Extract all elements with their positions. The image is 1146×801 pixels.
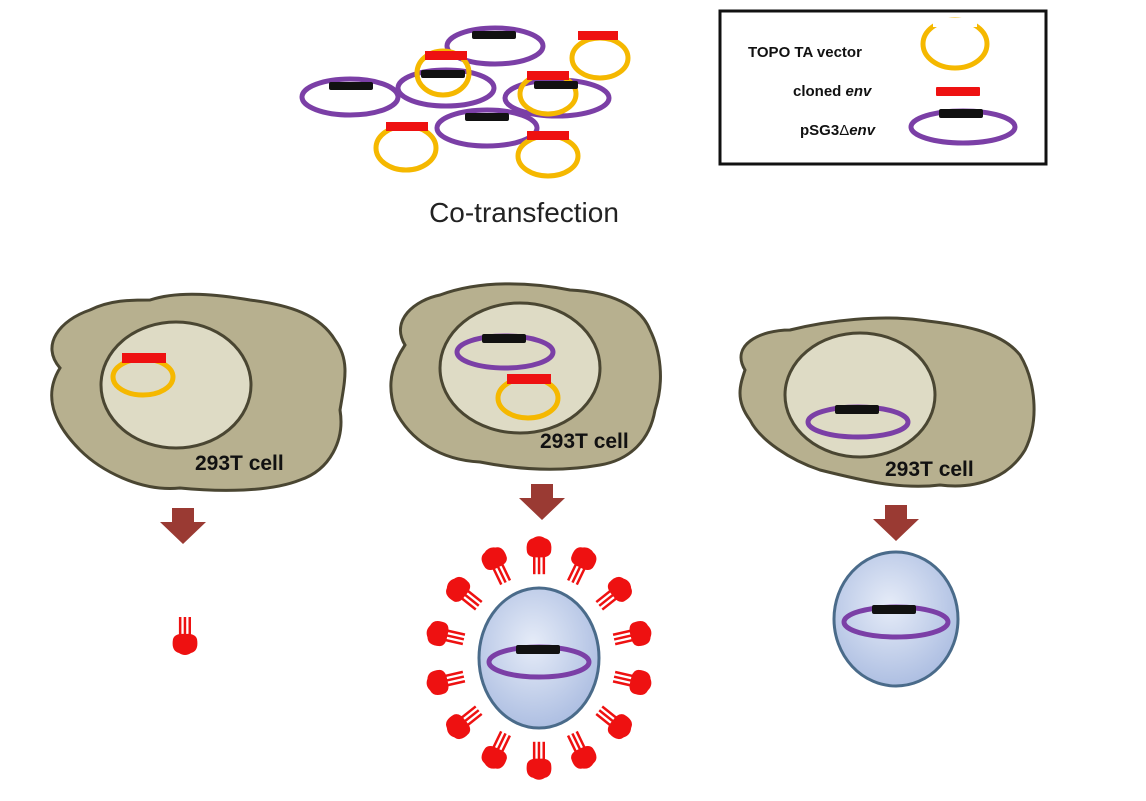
legend-psg-insert bbox=[939, 109, 983, 118]
env-spike bbox=[477, 728, 517, 774]
env-spike bbox=[561, 542, 601, 588]
env-spike bbox=[611, 618, 654, 652]
legend-topo-gap bbox=[933, 18, 977, 27]
arrow-2 bbox=[519, 484, 565, 520]
env-spike bbox=[526, 741, 552, 780]
insert-bar bbox=[482, 334, 526, 343]
nucleus bbox=[783, 331, 937, 459]
pseudovirus bbox=[424, 536, 654, 780]
env-insert bbox=[527, 131, 569, 140]
env-insert bbox=[425, 51, 467, 60]
env-insert bbox=[386, 122, 428, 131]
cell-label: 293T cell bbox=[195, 452, 284, 475]
psg-plasmid bbox=[434, 107, 540, 149]
legend-env-label: cloned env bbox=[793, 83, 873, 100]
env-insert bbox=[578, 31, 618, 40]
psg-plasmid bbox=[299, 76, 401, 118]
env-spike bbox=[441, 572, 487, 616]
env-spike bbox=[611, 664, 654, 698]
env-spike bbox=[591, 572, 637, 616]
insert-bar bbox=[534, 81, 578, 89]
psg-plasmid bbox=[444, 25, 546, 67]
env-spike bbox=[526, 536, 552, 575]
cell-1: 293T cell bbox=[50, 292, 347, 492]
env-spike bbox=[477, 542, 517, 588]
arrow-1 bbox=[160, 508, 206, 544]
env-spike bbox=[424, 618, 467, 652]
topo-plasmid bbox=[569, 35, 631, 81]
cell-2: 293T cell bbox=[389, 282, 662, 471]
legend-topo-label: TOPO TA vector bbox=[748, 44, 862, 61]
env-insert bbox=[122, 353, 166, 363]
legend-psg-label: pSG3Δenv bbox=[800, 122, 877, 139]
legend-env-icon bbox=[936, 87, 980, 96]
plasmid-cluster bbox=[299, 25, 631, 179]
env-glycoprotein bbox=[172, 617, 198, 655]
cell-3: 293T cell bbox=[738, 316, 1036, 488]
insert-bar bbox=[835, 405, 879, 414]
nucleus bbox=[99, 320, 253, 450]
env-spike bbox=[441, 700, 487, 744]
insert-bar bbox=[329, 82, 373, 90]
bare-particle bbox=[832, 550, 960, 688]
virion-membrane bbox=[477, 586, 601, 730]
cell-label: 293T cell bbox=[540, 430, 629, 453]
particle-membrane bbox=[832, 550, 960, 688]
legend: TOPO TA vector cloned env pSG3Δenv bbox=[718, 9, 1048, 166]
insert-bar bbox=[472, 31, 516, 39]
arrow-3 bbox=[873, 505, 919, 541]
env-insert bbox=[527, 71, 569, 80]
insert-bar bbox=[465, 113, 509, 121]
insert-bar bbox=[872, 605, 916, 614]
env-spike bbox=[591, 700, 637, 744]
insert-bar bbox=[516, 645, 560, 654]
topo-plasmid bbox=[515, 133, 581, 179]
insert-bar bbox=[421, 70, 465, 78]
step-title: Co-transfection bbox=[429, 197, 619, 228]
env-spike bbox=[424, 664, 467, 698]
env-spike bbox=[561, 728, 601, 774]
topo-plasmid bbox=[373, 123, 439, 173]
env-insert bbox=[507, 374, 551, 384]
cell-label: 293T cell bbox=[885, 458, 974, 481]
